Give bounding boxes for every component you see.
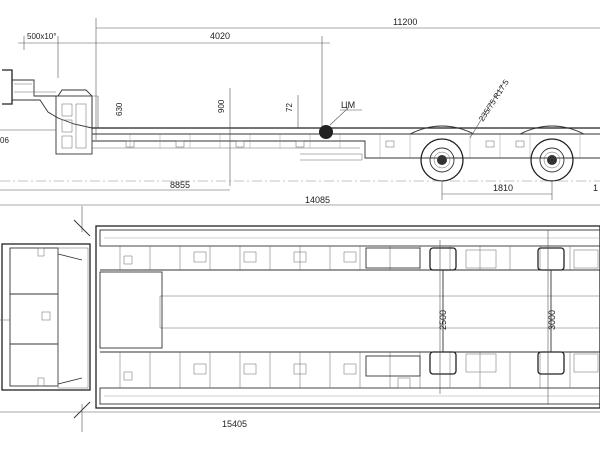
deck-brackets [123, 251, 411, 389]
dim-text-11200: 11200 [393, 17, 417, 27]
dimension-gooseneck: 500x10° 4020 [18, 31, 330, 128]
dim-text-06: 06 [0, 136, 9, 145]
dim-text-2500: 2500 [438, 310, 448, 330]
dimension-cg-distance: 8855 1810 1 [0, 180, 600, 200]
rear-axle-1 [420, 138, 464, 182]
dim-text-cut: 1 [593, 183, 598, 193]
dim-text-900: 900 [217, 99, 226, 113]
dim-text-1810: 1810 [493, 183, 513, 193]
dim-text-3000: 3000 [547, 310, 557, 330]
rear-axle-2 [530, 138, 574, 182]
deck-plan [95, 225, 600, 409]
dimension-overall-length-plan: 15405 [0, 404, 600, 432]
side-view: 11200 500x10° 4020 06 630 [0, 17, 600, 206]
center-of-mass-label: ЦМ [341, 100, 355, 110]
dimension-total-length-side: 14085 [0, 195, 600, 206]
tire-spec-text: 235/75 R17.5 [477, 77, 511, 123]
gooseneck-plan [0, 219, 91, 419]
wheels-plan [429, 247, 599, 375]
center-of-mass-marker: ЦМ [319, 100, 362, 139]
dim-text-4020: 4020 [210, 31, 230, 41]
plan-view: 2500 3000 15405 [0, 206, 600, 432]
tire-spec-callout: 235/75 R17.5 [469, 77, 511, 139]
dim-text-kingpin: 500x10° [27, 32, 56, 41]
gooseneck: 06 630 [0, 69, 124, 155]
dim-text-72: 72 [285, 103, 294, 112]
dim-text-630: 630 [115, 102, 124, 116]
dim-text-14085: 14085 [305, 195, 330, 205]
dim-text-8855: 8855 [170, 180, 190, 190]
dim-text-15405: 15405 [222, 419, 247, 429]
dimension-widths: 2500 3000 [438, 230, 557, 404]
dimension-overall-length-top: 11200 [95, 17, 600, 140]
deck-side: 900 72 [92, 88, 600, 186]
